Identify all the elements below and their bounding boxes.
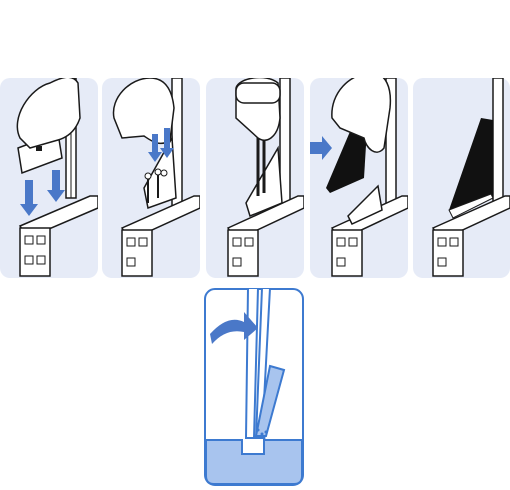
step-3-illustration: [206, 78, 304, 278]
step-4-illustration: [310, 78, 408, 278]
step-5-illustration: [413, 78, 510, 278]
insertion-detail-illustration: [204, 288, 304, 486]
step-2-illustration: [102, 78, 200, 278]
step-1-illustration: [0, 78, 98, 278]
